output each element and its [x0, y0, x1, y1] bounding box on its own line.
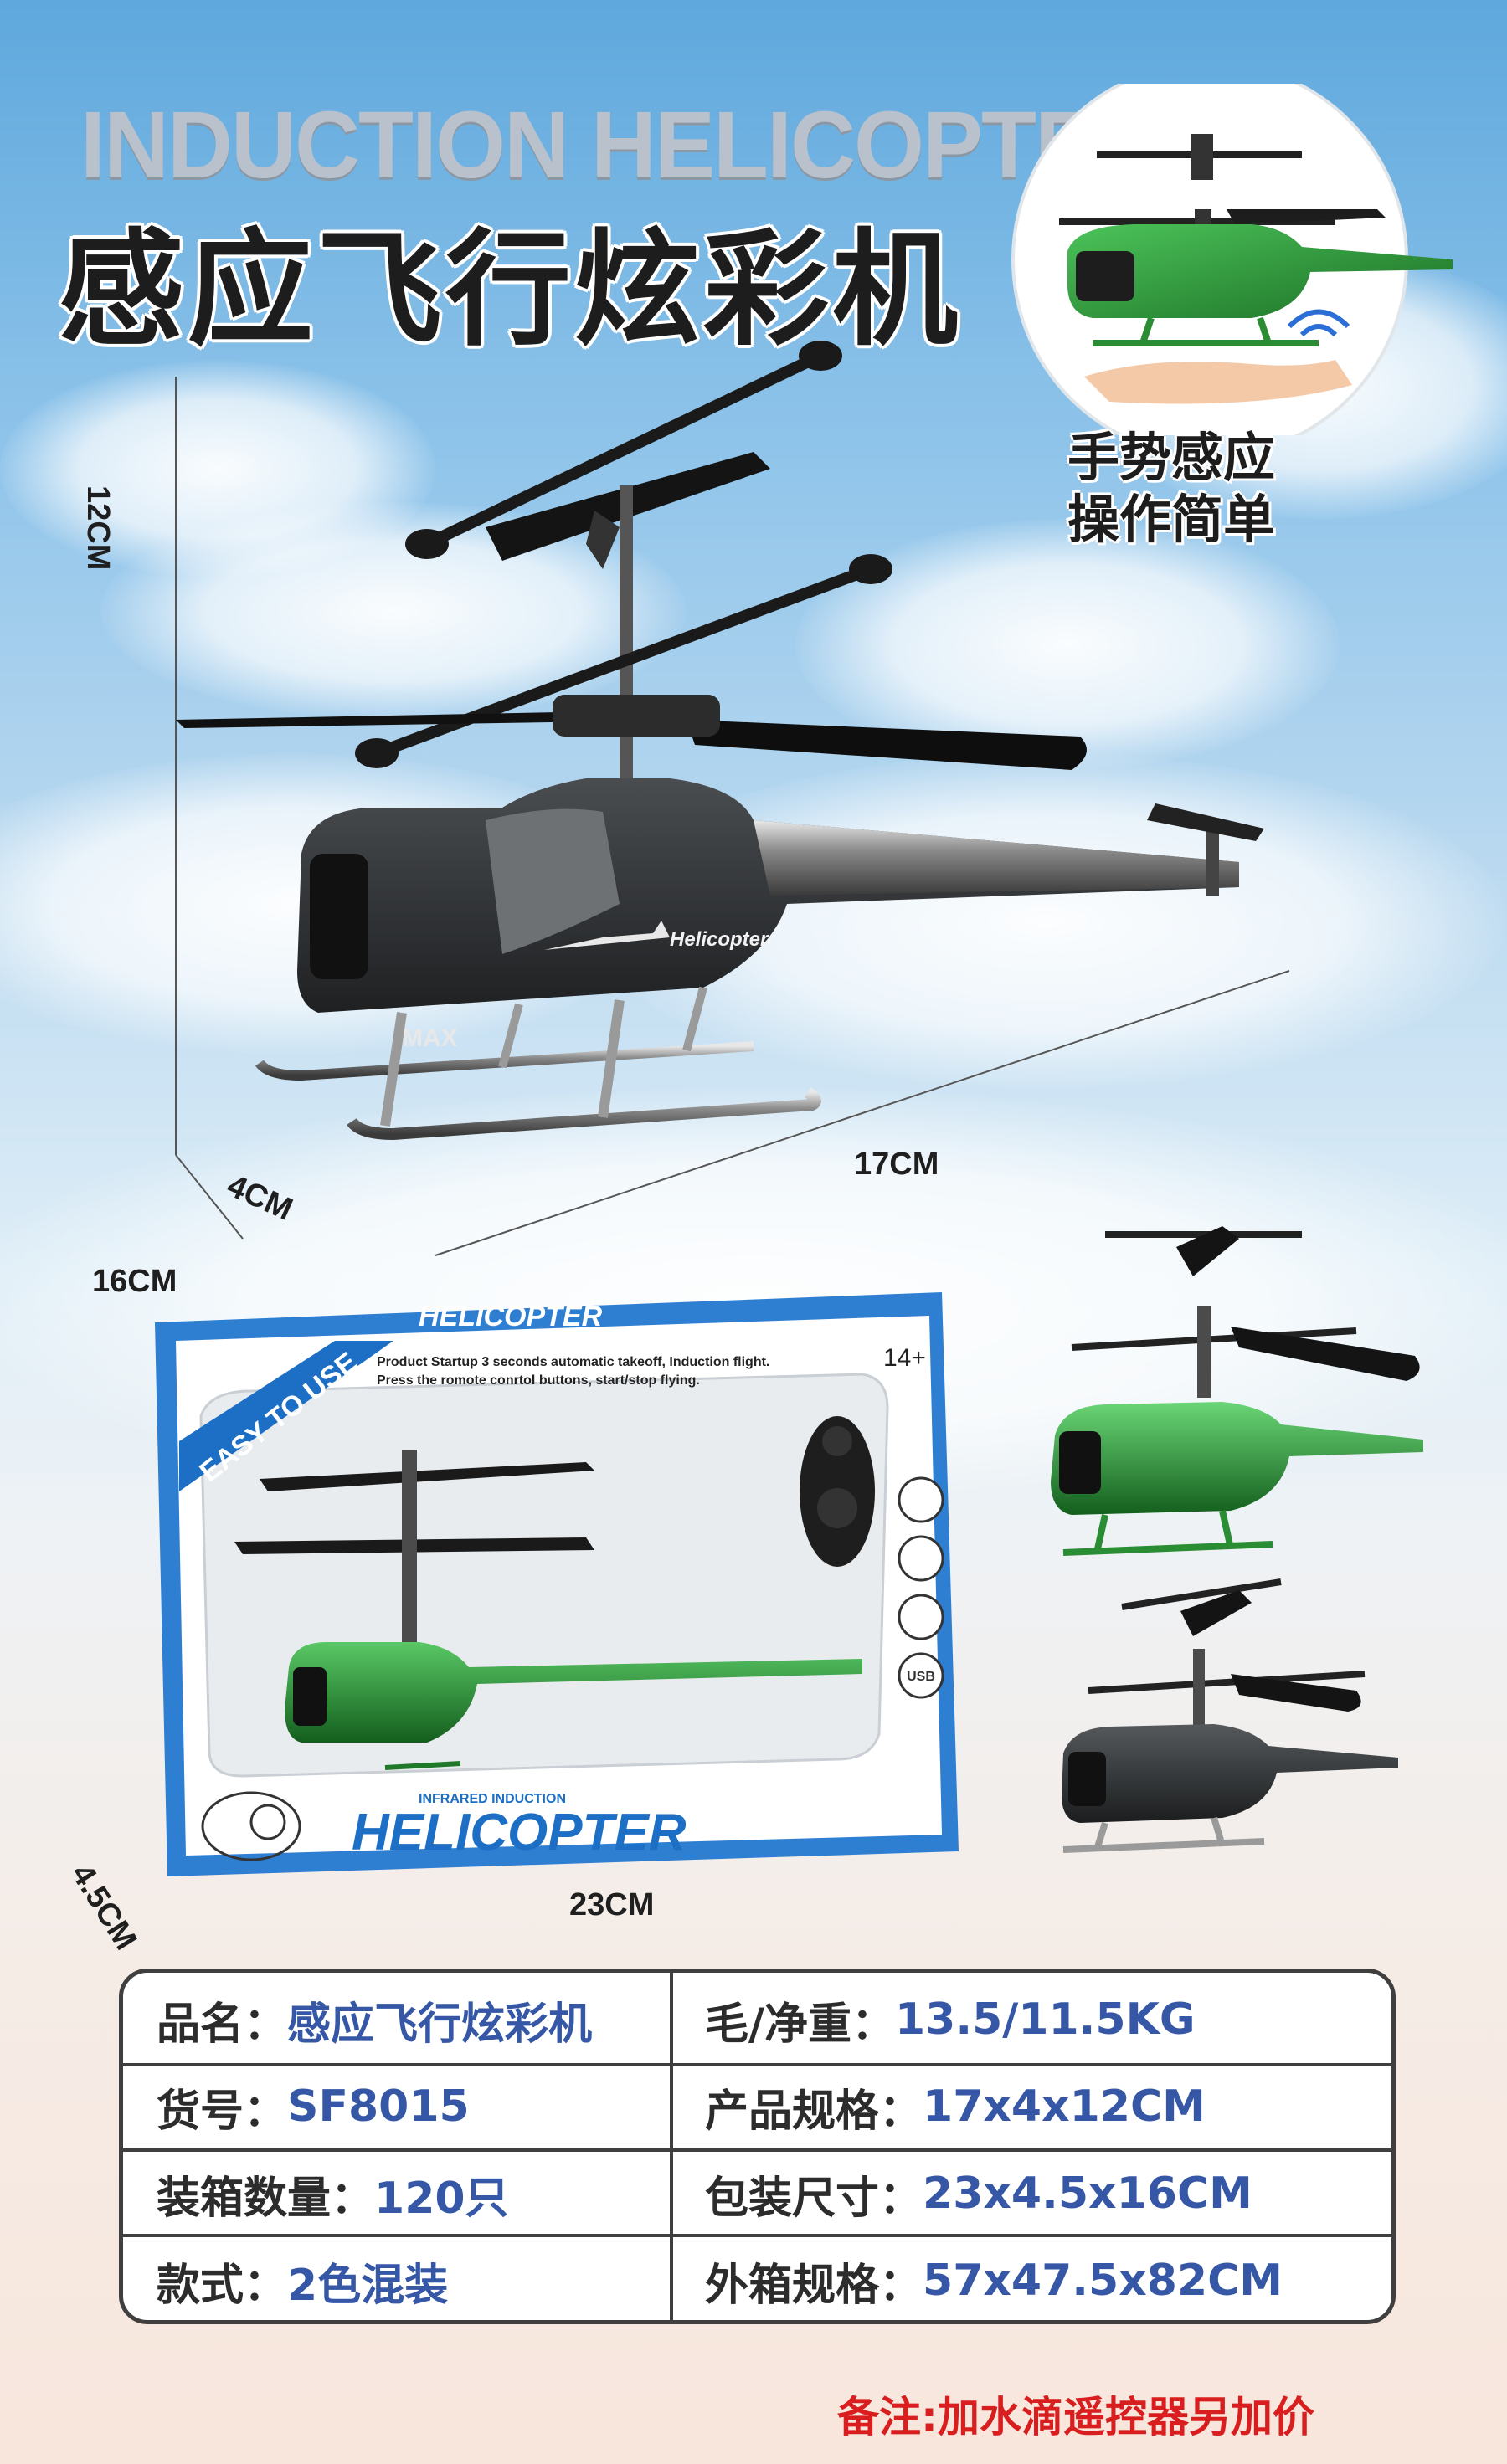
spec-left-cell: 款式：2色混装 — [157, 2234, 449, 2320]
title-english: INDUCTION HELICOPTER — [80, 90, 1159, 198]
gesture-callout-text: 手势感应 操作简单 — [1067, 427, 1275, 551]
spec-key: 货号： — [157, 2086, 288, 2137]
black-variant-image — [1062, 1578, 1398, 1853]
spec-row-divider — [123, 2148, 1391, 2152]
product-box: EASY TO USE USB — [151, 1274, 959, 1881]
spec-value: 120只 — [374, 2173, 509, 2224]
spec-right-cell: 外箱规格：57x47.5x82CM — [705, 2234, 1283, 2320]
box-illustration: EASY TO USE USB — [155, 1292, 959, 1876]
spec-value: 17x4x12CM — [923, 2082, 1206, 2132]
spec-right-cell: 毛/净重：13.5/11.5KG — [705, 1973, 1196, 2066]
bulb-icon — [898, 1535, 944, 1582]
spec-key: 外箱规格： — [705, 2260, 923, 2311]
gesture-line-2: 操作简单 — [1067, 489, 1276, 550]
spec-value: 57x47.5x82CM — [923, 2256, 1283, 2306]
box-brand: HELICOPTER — [352, 1804, 687, 1861]
spec-row: 货号：SF8015 产品规格：17x4x12CM — [123, 2060, 1391, 2153]
age-rating: 14+ — [883, 1344, 926, 1372]
spec-value: 13.5/11.5KG — [895, 1994, 1196, 2045]
green-helicopter-small — [1059, 134, 1453, 346]
height-dimension: 12CM — [80, 485, 116, 571]
spec-left-cell: 装箱数量：120只 — [157, 2147, 509, 2241]
box-description-line-2: Press the romote conrtol buttons, start/… — [377, 1373, 700, 1388]
box-sub-brand: INFRARED INDUCTION — [419, 1792, 566, 1806]
spec-key: 毛/净重： — [705, 1999, 895, 2050]
main-rotor — [176, 695, 1087, 770]
box-height-dimension: 16CM — [92, 1264, 177, 1299]
spec-key: 产品规格： — [705, 2086, 923, 2137]
gesture-line-1: 手势感应 — [1067, 427, 1276, 488]
landing-skids — [255, 986, 821, 1141]
spec-row: 款式：2色混装 外箱规格：57x47.5x82CM — [123, 2234, 1391, 2320]
spec-value: SF8015 — [287, 2082, 470, 2132]
home-icon — [898, 1594, 944, 1640]
spec-right-cell: 产品规格：17x4x12CM — [705, 2060, 1206, 2153]
spec-key: 装箱数量： — [157, 2173, 375, 2224]
helicopter-body: MAX Helicopter — [297, 778, 1264, 1052]
main-helicopter-image: MAX Helicopter — [175, 341, 1290, 1256]
usb-label: USB — [907, 1670, 935, 1684]
length-dimension: 17CM — [854, 1147, 939, 1182]
hand-icon — [1084, 309, 1352, 404]
box-top-brand: HELICOPTER — [419, 1301, 603, 1332]
usb-icon — [898, 1652, 944, 1699]
model-label: MAX — [402, 1024, 458, 1052]
spec-left-cell: 货号：SF8015 — [157, 2060, 470, 2153]
gesture-demo-image — [1011, 84, 1453, 435]
boxed-helicopter — [234, 1450, 862, 1770]
spec-row-divider — [123, 2234, 1391, 2237]
feature-icons: USB — [898, 1476, 944, 1699]
spec-row-divider — [123, 2063, 1391, 2066]
title-chinese: 感应飞行炫彩机 — [59, 218, 962, 363]
spec-key: 包装尺寸： — [705, 2173, 923, 2224]
spec-value: 感应飞行炫彩机 — [287, 1999, 593, 2050]
price-note: 备注:加水滴遥控器另加价 — [837, 2393, 1314, 2441]
spec-row: 装箱数量：120只 包装尺寸：23x4.5x16CM — [123, 2147, 1391, 2241]
spec-divider — [670, 1973, 673, 2320]
length-guide — [435, 970, 1290, 1256]
spec-key: 款式： — [157, 2260, 288, 2311]
box-description-line-1: Product Startup 3 seconds automatic take… — [377, 1355, 769, 1369]
gesture-icon — [898, 1476, 944, 1523]
width-guide — [175, 1154, 244, 1240]
box-width-dimension: 23CM — [569, 1887, 655, 1922]
spec-value: 2色混装 — [287, 2260, 449, 2311]
spec-row: 品名：感应飞行炫彩机 毛/净重：13.5/11.5KG — [123, 1973, 1391, 2066]
helicopter-name-label: Helicopter — [670, 928, 769, 951]
spec-key: 品名： — [157, 1999, 288, 2050]
spec-left-cell: 品名：感应飞行炫彩机 — [157, 1973, 592, 2066]
spec-table: 品名：感应飞行炫彩机 毛/净重：13.5/11.5KG 货号：SF8015 产品… — [119, 1969, 1396, 2324]
green-variant-image — [1051, 1226, 1423, 1556]
spec-value: 23x4.5x16CM — [923, 2169, 1252, 2219]
spec-right-cell: 包装尺寸：23x4.5x16CM — [705, 2147, 1252, 2241]
fingerprint-icon — [201, 1791, 301, 1861]
remote-control — [800, 1416, 875, 1567]
box-depth-dimension: 4.5CM — [64, 1858, 144, 1957]
